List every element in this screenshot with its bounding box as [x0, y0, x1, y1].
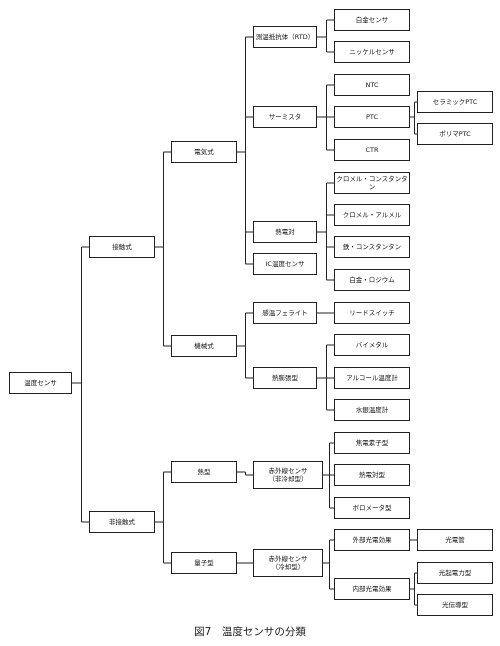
node-cr-al: クロメル・アルメル: [334, 204, 410, 226]
node-contact: 接触式: [89, 236, 155, 258]
node-fe-con: 鉄・コンスタンタン: [334, 236, 410, 258]
node-alcohol: アルコール温度計: [334, 367, 410, 389]
node-pt-rh: 白金・ロジウム: [334, 269, 410, 291]
node-pt: 白金センサ: [334, 9, 410, 31]
node-ferrite: 感温フェライト: [253, 302, 317, 324]
node-polymer-ptc: ポリマPTC: [417, 123, 493, 145]
node-ctr: CTR: [334, 139, 410, 161]
node-root: 温度センサ: [9, 372, 72, 394]
node-reed: リードスイッチ: [334, 302, 410, 324]
node-thermocouple: 熱電対: [253, 221, 317, 243]
node-thermal: 熱型: [171, 461, 237, 483]
node-ic: IC温度センサ: [253, 253, 317, 275]
node-ext-pe: 外部光電効果: [334, 529, 410, 551]
node-photoconductive: 光伝導型: [417, 594, 493, 616]
node-quantum: 量子型: [171, 552, 237, 574]
node-ntc: NTC: [334, 74, 410, 96]
node-ptc: PTC: [334, 106, 410, 128]
node-photovoltaic: 光起電力型: [417, 562, 493, 584]
node-ni: ニッケルセンサ: [334, 41, 410, 63]
node-ceramic-ptc: セラミックPTC: [417, 91, 493, 113]
node-thermopile: 熱電対型: [334, 464, 410, 486]
node-phototube: 光電管: [417, 529, 493, 551]
node-mercury: 水銀温度計: [334, 399, 410, 421]
node-ir-uncooled: 赤外線センサ （非冷却型）: [253, 461, 323, 489]
node-electric: 電気式: [171, 141, 237, 163]
node-mechanical: 機械式: [171, 335, 237, 357]
node-expansion: 熱膨張型: [253, 367, 317, 389]
node-ir-cooled: 赤外線センサ （冷却型）: [253, 549, 323, 577]
node-rtd: 測温抵抗体（RTD）: [253, 26, 317, 48]
node-noncontact: 非接触式: [89, 511, 155, 533]
figure-caption: 図7 温度センサの分類: [194, 626, 306, 638]
node-pyro: 焦電素子型: [334, 432, 410, 454]
node-int-pe: 内部光電効果: [334, 578, 410, 600]
node-thermistor: サーミスタ: [253, 106, 317, 128]
node-bimetal: バイメタル: [334, 334, 410, 356]
node-cr-con: クロメル・コンスタンタン: [334, 172, 410, 194]
node-bolometer: ボロメータ型: [334, 497, 410, 519]
